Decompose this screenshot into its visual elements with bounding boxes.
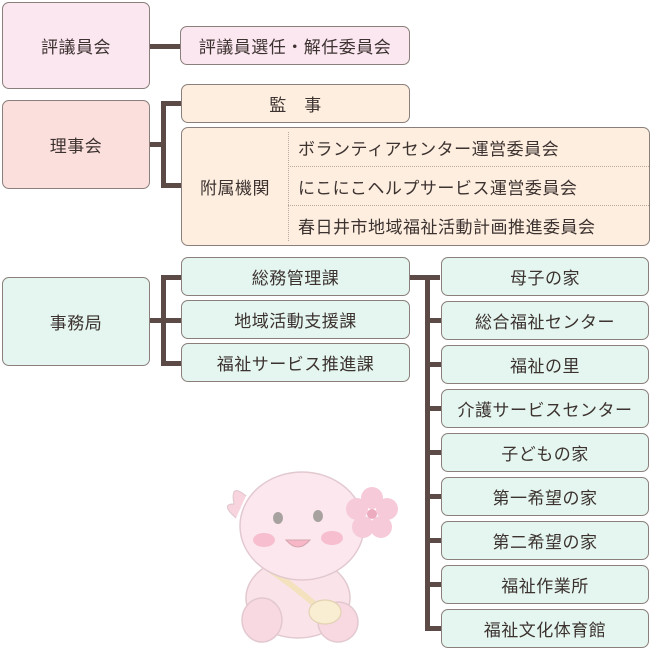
fuzoku-item: ボランティアセンター運営委員会 — [298, 128, 559, 166]
connector-hyogiin — [150, 44, 180, 49]
facility-label: 第一希望の家 — [492, 489, 598, 509]
fuzoku-item: 春日井市地域福祉活動計画推進委員会 — [298, 206, 596, 244]
fuzoku-label: 附属機関 — [182, 128, 288, 245]
kanji-box: 監 事 — [181, 84, 410, 123]
hyogiin-committee-box: 評議員選任・解任委員会 — [180, 26, 410, 65]
kanji-label: 監 事 — [269, 96, 322, 116]
facility-label: 介護サービスセンター — [457, 401, 633, 421]
facility-box: 福祉作業所 — [441, 565, 649, 604]
facility-label: 福祉文化体育館 — [483, 621, 607, 641]
division-label: 地域活動支援課 — [234, 312, 357, 332]
hyogiinkai-label: 評議員会 — [41, 38, 111, 58]
connector-fuzoku — [161, 183, 181, 188]
facility-label: 母子の家 — [510, 269, 580, 289]
division-box: 地域活動支援課 — [181, 300, 410, 339]
connector-facility — [425, 362, 441, 367]
facility-label: 総合福祉センター — [475, 313, 615, 333]
fuzoku-separator — [288, 132, 289, 241]
connector-division — [161, 275, 181, 280]
jimukyoku-label: 事務局 — [49, 314, 103, 334]
rijikai-label: 理事会 — [49, 137, 103, 157]
fuzoku-box: 附属機関 ボランティアセンター運営委員会 にこにこヘルプサービス運営委員会 春日… — [181, 127, 650, 246]
connector-rijikai-v — [161, 101, 166, 187]
facility-box: 福祉の里 — [441, 345, 649, 384]
jimukyoku-box: 事務局 — [2, 277, 150, 366]
rijikai-box: 理事会 — [2, 100, 150, 189]
connector-facility — [425, 582, 441, 587]
division-box: 総務管理課 — [181, 257, 410, 296]
facility-label: 子どもの家 — [501, 445, 589, 465]
connector-facility — [425, 494, 441, 499]
fuzoku-label-text: 附属機関 — [200, 179, 270, 199]
connector-facility — [425, 450, 441, 455]
facility-label: 福祉の里 — [510, 357, 580, 377]
facility-box: 第一希望の家 — [441, 477, 649, 516]
hyogiinkai-box: 評議員会 — [2, 2, 150, 89]
facility-box: 第二希望の家 — [441, 521, 649, 560]
connector-facility — [425, 626, 441, 631]
facility-box: 子どもの家 — [441, 433, 649, 472]
connector-facility — [425, 406, 441, 411]
mascot-illustration — [226, 471, 398, 643]
division-label: 総務管理課 — [251, 269, 340, 289]
connector-facility — [425, 318, 441, 323]
facility-box: 総合福祉センター — [441, 301, 649, 340]
fuzoku-item-label: にこにこヘルプサービス運営委員会 — [298, 178, 578, 199]
fuzoku-divider — [288, 205, 649, 206]
connector-rijikai-h — [150, 142, 166, 147]
connector-jimukyoku-h — [150, 318, 166, 323]
fuzoku-divider — [288, 166, 649, 167]
facility-box: 福祉文化体育館 — [441, 609, 649, 648]
connector-kanji — [161, 101, 181, 106]
connector-division — [161, 361, 181, 366]
connector-division — [161, 318, 181, 323]
facility-label: 第二希望の家 — [492, 533, 598, 553]
fuzoku-item-label: ボランティアセンター運営委員会 — [298, 139, 560, 160]
hyogiin-committee-label: 評議員選任・解任委員会 — [198, 38, 392, 58]
fuzoku-item-label: 春日井市地域福祉活動計画推進委員会 — [298, 217, 596, 238]
facility-box: 介護サービスセンター — [441, 389, 649, 428]
facility-box: 母子の家 — [441, 257, 649, 296]
division-label: 福祉サービス推進課 — [216, 355, 375, 375]
facility-label: 福祉作業所 — [501, 577, 589, 597]
connector-facility — [425, 538, 441, 543]
division-box: 福祉サービス推進課 — [181, 343, 410, 382]
fuzoku-item: にこにこヘルプサービス運営委員会 — [298, 167, 577, 205]
